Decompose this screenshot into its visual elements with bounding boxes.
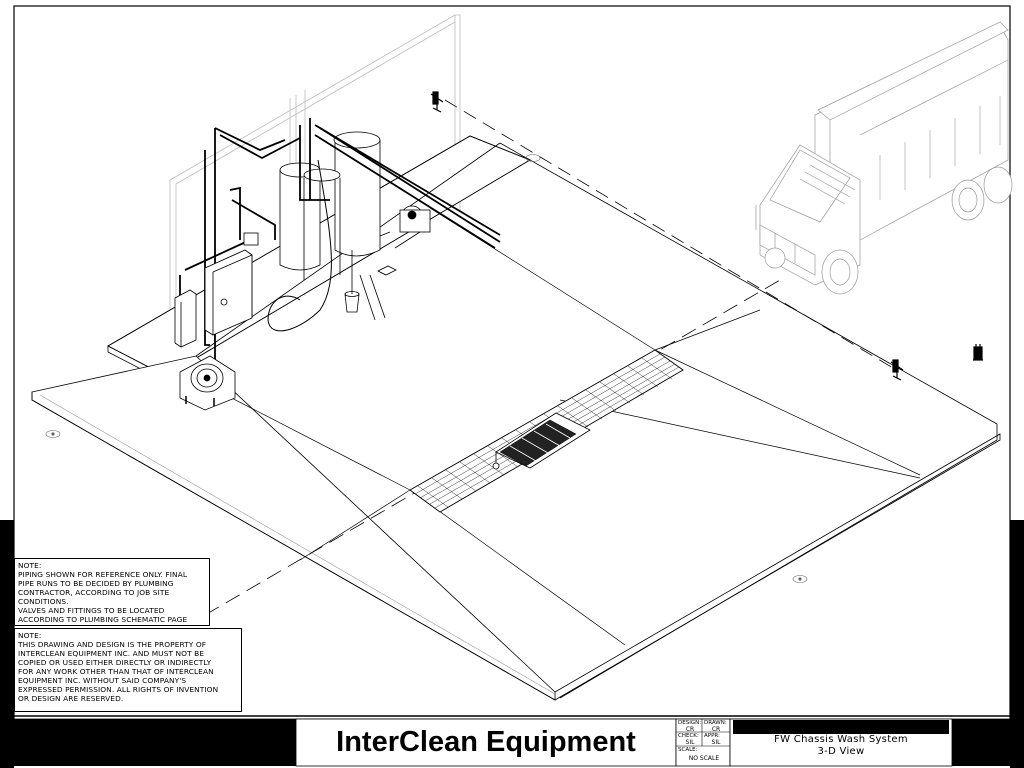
photo-eye-sensors [430,91,983,381]
note-piping-text: PIPING SHOWN FOR REFERENCE ONLY. FINAL P… [18,570,188,624]
check-value: SIL [685,739,695,746]
scale-label: SCALE: [678,747,698,753]
dump-truck [755,21,1013,295]
hose-reel [179,355,236,411]
title-block-black-left [14,719,296,766]
drawn-value: CR [711,726,721,733]
equipment-room [174,118,501,411]
appr-label: APPR: [704,733,720,739]
title-block-black-right [952,719,1010,766]
title-block-black-bar [733,720,949,734]
scale-value: NO SCALE [688,755,720,762]
note-copyright-text: THIS DRAWING AND DESIGN IS THE PROPERTY … [18,640,219,703]
design-value: CR [685,726,695,733]
drawing-title: FW Chassis Wash System 3-D View [732,734,950,758]
title-block [14,715,1010,767]
drawing-title-line2: 3-D View [817,746,865,757]
check-label: CHECK: [678,733,699,739]
right-side-bar [1010,520,1024,768]
company-name: InterClean Equipment [336,725,636,758]
trench-grate [409,349,684,513]
appr-value: SIL [711,739,721,746]
note-piping: NOTE: PIPING SHOWN FOR REFERENCE ONLY. F… [14,558,210,626]
drawing-title-line1: FW Chassis Wash System [774,734,908,745]
drawn-label: DRAWN: [704,720,727,726]
left-side-bar [0,520,14,768]
design-label: DESIGN: [678,720,702,726]
wash-bay-drawing [31,14,1013,701]
note-piping-heading: NOTE: [18,561,42,570]
note-copyright-heading: NOTE: [18,631,42,640]
note-copyright: NOTE: THIS DRAWING AND DESIGN IS THE PRO… [14,628,242,712]
